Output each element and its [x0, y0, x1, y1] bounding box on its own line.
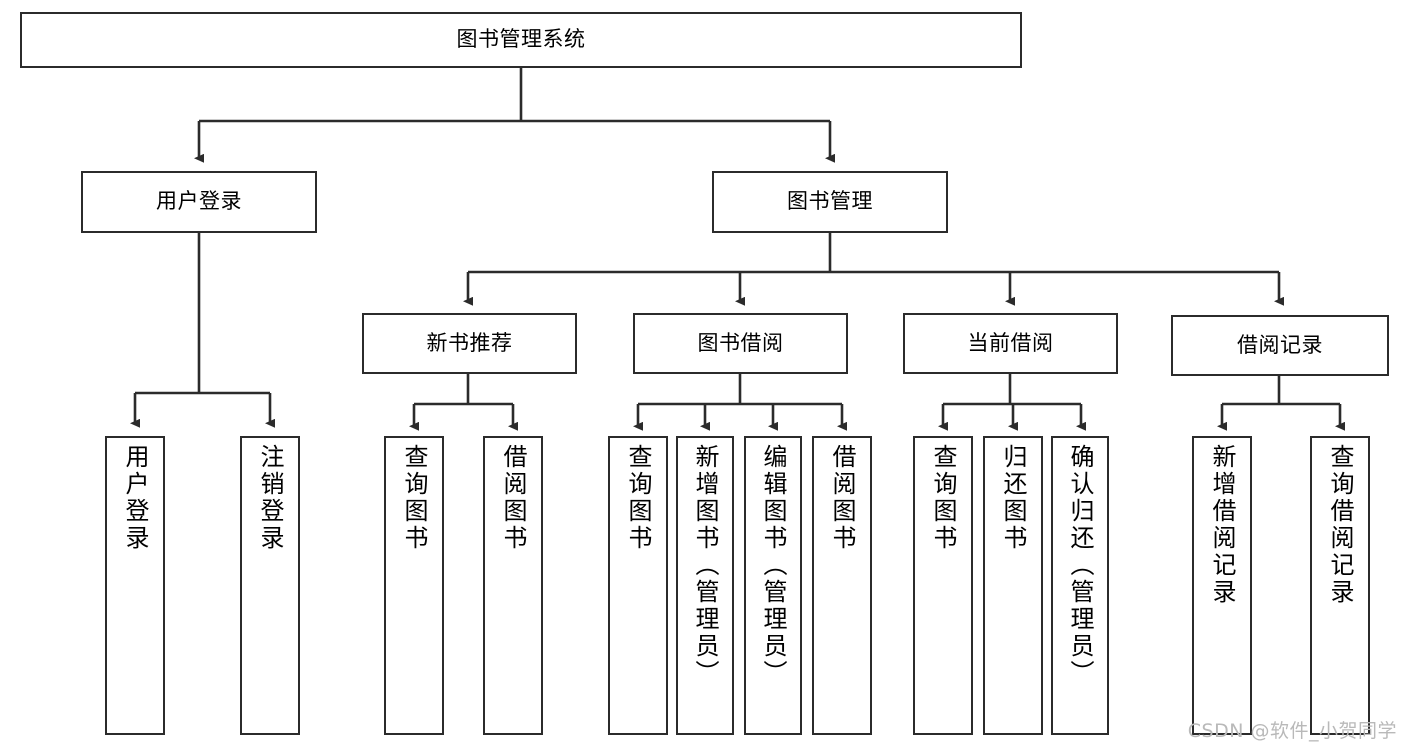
leaf-query-book-recommend[interactable]: 查询图书 [384, 436, 444, 735]
node-label: 新书推荐 [426, 330, 513, 355]
leaf-borrow-book-recommend[interactable]: 借阅图书 [483, 436, 543, 735]
node-label: 查询借阅记录 [1326, 444, 1354, 606]
node-label: 用户登录 [121, 444, 149, 552]
node-label: 图书管理系统 [456, 27, 586, 52]
node-label: 归还图书 [999, 444, 1027, 552]
node-label: 确认归还（管理员） [1066, 444, 1094, 687]
node-label: 编辑图书（管理员） [759, 444, 787, 687]
node-current-borrow[interactable]: 当前借阅 [903, 313, 1118, 374]
node-label: 图书借阅 [697, 330, 784, 355]
leaf-user-login[interactable]: 用户登录 [105, 436, 165, 735]
leaf-query-book-current[interactable]: 查询图书 [913, 436, 973, 735]
node-root-library-system[interactable]: 图书管理系统 [20, 12, 1022, 68]
node-label: 查询图书 [400, 444, 428, 552]
leaf-logout-login[interactable]: 注销登录 [240, 436, 300, 735]
leaf-borrow-book[interactable]: 借阅图书 [812, 436, 872, 735]
node-book-borrow[interactable]: 图书借阅 [633, 313, 848, 374]
node-label: 借阅图书 [828, 444, 856, 552]
leaf-confirm-return-admin[interactable]: 确认归还（管理员） [1051, 436, 1109, 735]
node-label: 借阅图书 [499, 444, 527, 552]
node-label: 新增图书（管理员） [691, 444, 719, 687]
leaf-edit-book-admin[interactable]: 编辑图书（管理员） [744, 436, 802, 735]
csdn-watermark: CSDN @软件_小贺同学 [1187, 720, 1397, 742]
node-label: 查询图书 [929, 444, 957, 552]
node-user-login[interactable]: 用户登录 [81, 171, 317, 233]
leaf-add-book-admin[interactable]: 新增图书（管理员） [676, 436, 734, 735]
node-label: 查询图书 [624, 444, 652, 552]
node-label: 当前借阅 [967, 330, 1054, 355]
node-book-management[interactable]: 图书管理 [712, 171, 948, 233]
leaf-query-book-borrow[interactable]: 查询图书 [608, 436, 668, 735]
leaf-return-book[interactable]: 归还图书 [983, 436, 1043, 735]
node-label: 用户登录 [156, 189, 242, 214]
node-label: 新增借阅记录 [1208, 444, 1236, 606]
leaf-query-borrow-record[interactable]: 查询借阅记录 [1310, 436, 1370, 735]
node-borrow-record[interactable]: 借阅记录 [1171, 315, 1389, 376]
node-label: 图书管理 [787, 189, 873, 214]
node-new-book-recommend[interactable]: 新书推荐 [362, 313, 577, 374]
node-label: 借阅记录 [1237, 332, 1323, 357]
node-label: 注销登录 [256, 444, 284, 552]
leaf-add-borrow-record[interactable]: 新增借阅记录 [1192, 436, 1252, 735]
